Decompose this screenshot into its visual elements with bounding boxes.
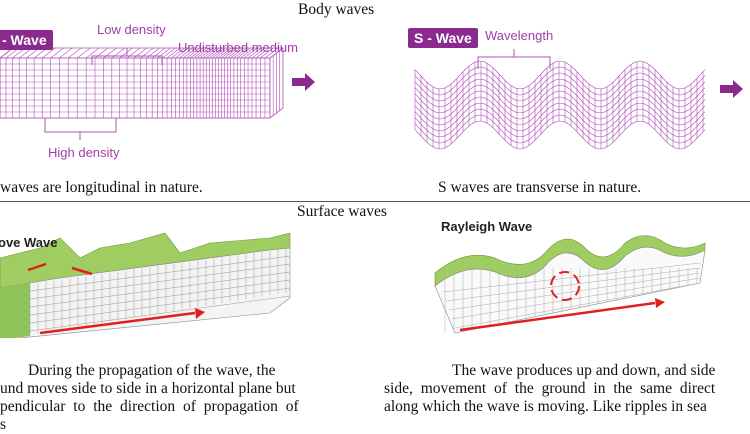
- love-text-line: pendicular to the direction of propagati…: [0, 398, 299, 415]
- p-wave-caption: waves are longitudinal in nature.: [0, 179, 203, 196]
- s-wave-diagram: [414, 49, 743, 150]
- rayleigh-wave-badge: Rayleigh Wave: [441, 219, 533, 234]
- arrow-right-icon: [292, 73, 315, 91]
- arrow-right-icon: [720, 80, 743, 98]
- s-wave-badge: S - Wave: [408, 28, 478, 48]
- p-wave-badge: - Wave: [0, 30, 53, 50]
- rayleigh-text-line: The wave produces up and down, and side: [452, 362, 716, 379]
- low-density-label: Low density: [97, 22, 166, 37]
- wavelength-label: Wavelength: [485, 28, 554, 43]
- love-text-line: s: [0, 416, 7, 433]
- love-wave-diagram: [0, 232, 291, 338]
- section-divider: [0, 201, 750, 202]
- s-wave-caption: S waves are transverse in nature.: [438, 179, 642, 196]
- love-text-line: und moves side to side in a horizontal p…: [0, 380, 296, 397]
- love-text-line: During the propagation of the wave, the: [28, 362, 276, 379]
- high-density-label: High density: [48, 145, 120, 160]
- rayleigh-text-line: side, movement of the ground in the same…: [384, 380, 716, 397]
- body-waves-title: Body waves: [298, 1, 375, 18]
- rayleigh-text-line: along which the wave is moving. Like rip…: [384, 398, 707, 415]
- surface-waves-title: Surface waves: [297, 203, 387, 220]
- love-wave-badge: ove Wave: [0, 235, 58, 250]
- undisturbed-medium-label: Undisturbed medium: [178, 40, 298, 55]
- rayleigh-wave-diagram: [434, 235, 706, 334]
